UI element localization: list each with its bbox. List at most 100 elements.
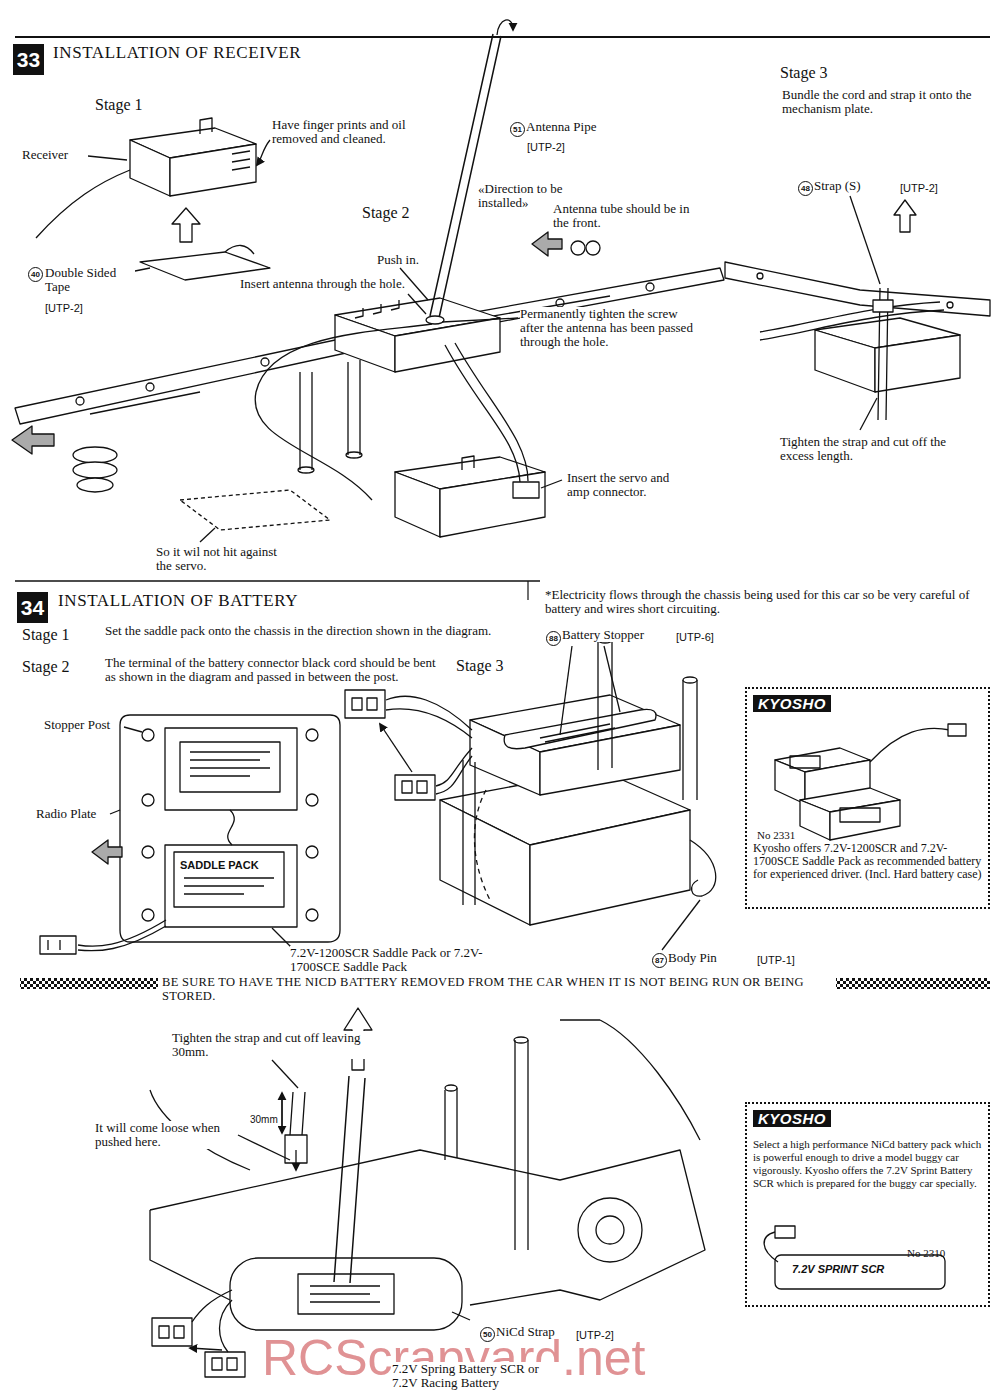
note-text: Bundle the cord and strap it onto the me… <box>782 88 987 116</box>
battery-strap-view-part <box>514 1037 528 1043</box>
note-text: Stopper Post <box>44 718 110 732</box>
battery-stage1-part <box>228 810 235 845</box>
battery-strap-view-part <box>227 1358 237 1370</box>
part-bag-code: [UTP-6] <box>676 630 714 644</box>
receiver-stage1-part <box>36 170 130 238</box>
battery-strap-view-part <box>334 1076 365 1283</box>
chassis-stage3-part <box>947 302 953 308</box>
battery-stage3-part <box>436 748 472 794</box>
battery-stage3-part <box>683 677 697 683</box>
section-number: 34 <box>17 592 48 623</box>
brand-logo: KYOSHO <box>753 1110 831 1127</box>
chassis-stage3 <box>725 196 990 430</box>
battery-stage3-part <box>402 781 412 793</box>
chassis-stage3-part <box>850 196 880 284</box>
chassis-stage2-part <box>76 397 84 405</box>
chassis-stage2-part <box>348 360 360 455</box>
chassis-stage2-part <box>395 472 440 537</box>
receiver-stage1-part <box>200 118 212 134</box>
battery-stage3-part <box>474 790 490 900</box>
box-text: 33 <box>13 44 44 75</box>
box-text: No 2310 <box>907 1247 987 1260</box>
callout-number: 51 <box>510 122 525 137</box>
part-bag-code: [UTP-2] <box>45 301 83 315</box>
battery-stage3-part <box>560 646 572 735</box>
chassis-stage2-part <box>646 283 654 291</box>
battery-stage3-part <box>598 640 612 770</box>
chassis-stage2-part <box>346 452 362 458</box>
chassis-stage2-part <box>442 318 518 322</box>
receiver-stage1-part <box>140 252 270 280</box>
battery-strap-view-part <box>281 1093 282 1133</box>
page-rules <box>15 37 990 989</box>
receiver-stage1 <box>36 118 270 280</box>
battery-stage3-part <box>662 900 700 950</box>
chassis-stage2 <box>12 20 724 542</box>
part-bag-code: [UTP-2] <box>527 140 565 154</box>
receiver-stage1-part <box>88 156 127 160</box>
callout-number: 48 <box>798 181 813 196</box>
chassis-stage2-part <box>355 300 399 318</box>
battery-stage1-part <box>272 928 292 948</box>
note-text: Set the saddle pack onto the chassis in … <box>105 624 491 638</box>
note-text: Permanently tighten the screw after the … <box>520 307 700 349</box>
page-rules-part <box>15 580 540 582</box>
battery-stage1-part <box>306 909 318 921</box>
chassis-stage2-part <box>200 528 215 542</box>
battery-strap-view-part <box>560 1020 700 1140</box>
note-text: The terminal of the battery connector bl… <box>105 656 440 684</box>
receiver-stage1-part <box>225 245 254 254</box>
receiver-stage1-part <box>130 140 170 196</box>
battery-stage3-part <box>690 840 716 896</box>
receiver-stage1-part <box>232 151 250 170</box>
dimension: 30mm <box>250 1113 278 1127</box>
section-heading: INSTALLATION OF BATTERY <box>58 594 298 608</box>
note-text: Antenna tube should be in the front. <box>553 202 703 230</box>
callout-number: 87 <box>652 953 667 968</box>
battery-stage3-part <box>367 698 377 710</box>
battery-strap-view-part <box>310 1286 380 1302</box>
product-pictures-part <box>830 800 900 840</box>
note-text: Antenna Pipe <box>526 120 596 134</box>
battery-stage1-part <box>180 742 280 792</box>
battery-stage3-part <box>463 760 475 905</box>
battery-print: 7.2V SPRINT SCR <box>790 1262 886 1276</box>
stage-label: Stage 2 <box>362 206 410 220</box>
battery-stage1-part <box>142 909 154 921</box>
chassis-stage3-part <box>860 398 877 430</box>
battery-stage3-part <box>683 680 697 800</box>
product-pictures-part <box>870 728 950 762</box>
chassis-stage2-part <box>556 299 564 307</box>
logo-text: KYOSHO <box>758 697 826 710</box>
battery-stage1-part <box>78 920 166 951</box>
battery-strap-view-part <box>445 1088 457 1160</box>
chassis-stage2-part <box>430 34 501 318</box>
product-pictures-part <box>948 724 966 736</box>
chassis-stage2-part <box>497 20 513 35</box>
battery-strap-view-part <box>174 1326 184 1338</box>
battery-strap-view-part <box>150 1210 230 1300</box>
brand-logo: KYOSHO <box>753 695 831 712</box>
page-rules-part <box>527 581 528 600</box>
battery-stage1-part <box>40 936 76 954</box>
receiver-stage1-part <box>257 140 270 165</box>
battery-strap-view-part <box>205 1352 245 1377</box>
battery-strap-view-part <box>596 1216 624 1244</box>
section-heading: INSTALLATION OF RECEIVER <box>53 46 301 60</box>
product-pictures-part <box>775 1255 945 1289</box>
chassis-stage3-part <box>757 273 763 279</box>
chassis-stage2-part <box>408 294 426 314</box>
battery-print: SADDLE PACK <box>180 858 259 872</box>
battery-strap-view-part <box>159 1326 169 1338</box>
note-text: NiCd Strap <box>496 1325 555 1339</box>
product-pictures-part <box>840 808 880 822</box>
note-text: So it wil not hit against the servo. <box>156 545 291 573</box>
chassis-stage3-part <box>760 302 944 340</box>
chassis-stage3-part <box>894 200 916 232</box>
battery-stage1-part <box>124 727 142 732</box>
callout-number: 50 <box>480 1327 495 1342</box>
battery-stage3-part <box>417 781 427 793</box>
logo-text: KYOSHO <box>758 1112 826 1125</box>
battery-stage1-part <box>184 878 274 894</box>
note-text: Battery Stopper <box>562 628 644 642</box>
